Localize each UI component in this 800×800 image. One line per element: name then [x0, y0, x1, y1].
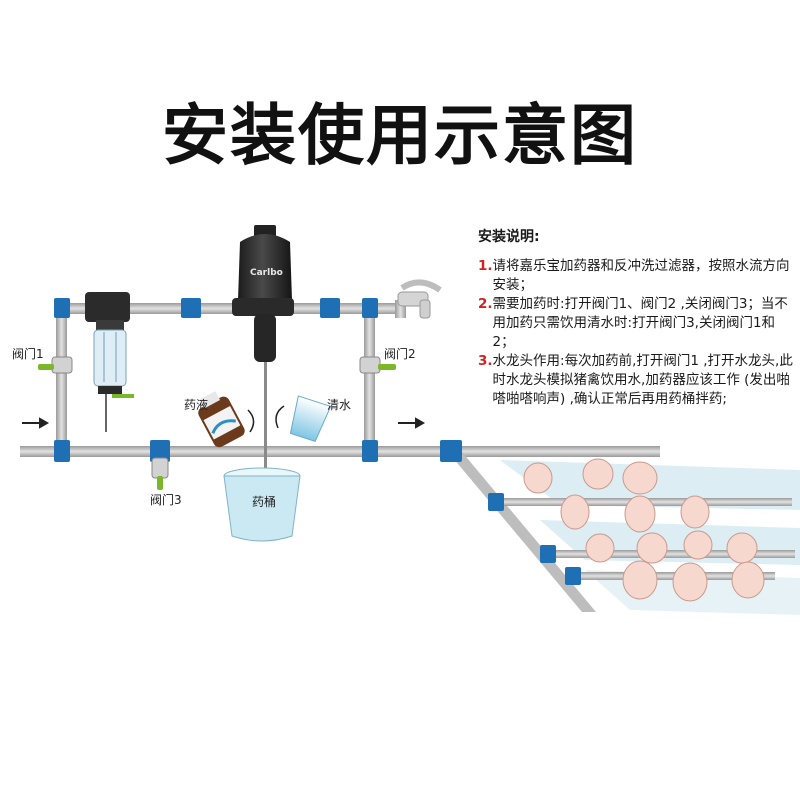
- pour-arrow-left: [247, 409, 255, 433]
- notes-item: 2. 需要加药时:打开阀门1、阀门2 ,关闭阀门3；当不用加药只需饮用清水时:打…: [478, 295, 794, 352]
- valve-2: [359, 356, 396, 374]
- water-label: 清水: [327, 398, 351, 412]
- valve-1: [38, 356, 73, 374]
- medicine-bottle-icon: [198, 391, 245, 448]
- medicine-doser: Carlbo: [232, 225, 294, 362]
- valve-3: [151, 457, 169, 490]
- notes-item-text: 水龙头作用:每次加药前,打开阀门1 ,打开水龙头,此时水龙头模拟猪禽饮用水,加药…: [492, 353, 793, 407]
- notes-item: 3. 水龙头作用:每次加药前,打开阀门1 ,打开水龙头,此时水龙头模拟猪禽饮用水…: [478, 352, 794, 409]
- medicine-bucket: [223, 467, 301, 542]
- flow-arrows: [22, 417, 426, 429]
- doser-brand-label: Carlbo: [250, 268, 283, 278]
- notes-item-number: 1.: [478, 258, 493, 274]
- notes-heading: 安装说明:: [478, 229, 540, 245]
- page-title: 安装使用示意图: [162, 97, 638, 174]
- notes-item-number: 2.: [478, 296, 493, 312]
- pour-arrow-right: [275, 405, 285, 429]
- pipe-couplings: [54, 298, 581, 585]
- notes-item-text: 请将嘉乐宝加药器和反冲洗过滤器，按照水流方向安装；: [492, 258, 790, 293]
- valve-3-label: 阀门3: [150, 492, 182, 507]
- notes-item-text: 需要加药时:打开阀门1、阀门2 ,关闭阀门3；当不用加药只需饮用清水时:打开阀门…: [492, 296, 788, 350]
- medicine-label: 药液: [184, 397, 208, 412]
- backwash-filter: [85, 292, 134, 432]
- notes-item: 1. 请将嘉乐宝加药器和反冲洗过滤器，按照水流方向安装；: [478, 257, 794, 295]
- faucet: [397, 279, 442, 319]
- installation-notes: 安装说明: 1. 请将嘉乐宝加药器和反冲洗过滤器，按照水流方向安装； 2. 需要…: [478, 228, 794, 409]
- notes-item-number: 3.: [478, 353, 493, 369]
- valve-2-label: 阀门2: [384, 346, 416, 361]
- bucket-label: 药桶: [252, 494, 276, 509]
- pig-group: [523, 458, 765, 602]
- water-cup-icon: [289, 395, 332, 442]
- valve-1-label: 阀门1: [12, 346, 44, 361]
